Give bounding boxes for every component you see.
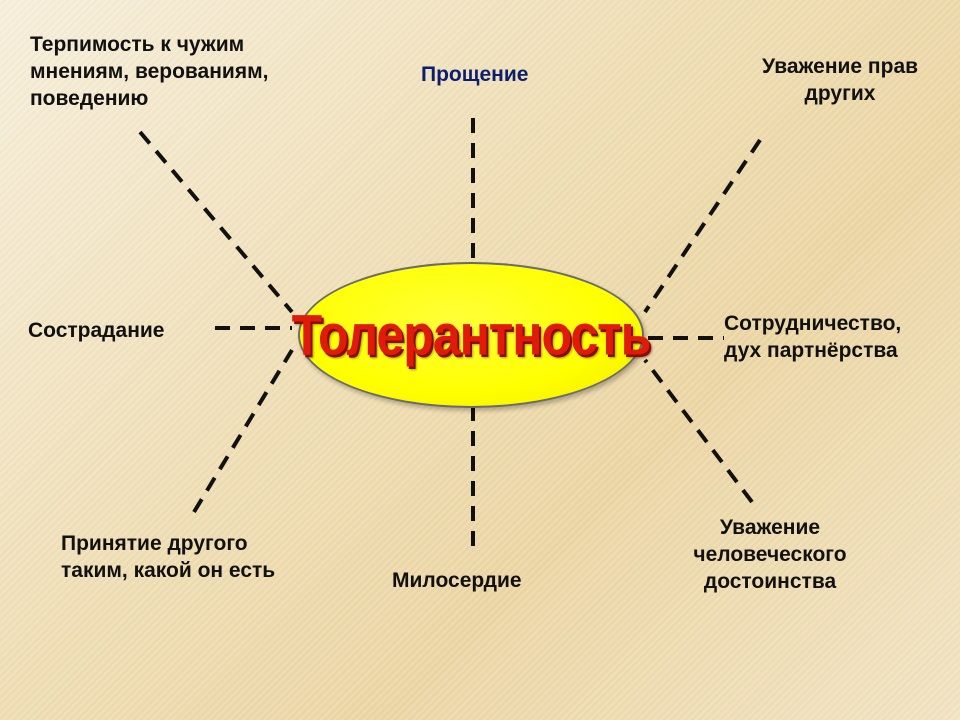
connector-bottom-left bbox=[192, 348, 294, 514]
central-ellipse: Толерантность bbox=[292, 262, 651, 408]
connector-top-right bbox=[643, 138, 762, 314]
node-forgiveness: Прощение bbox=[421, 63, 529, 86]
node-acceptance: Принятие другого таким, какой он есть bbox=[61, 532, 276, 582]
node-mercy: Милосердие bbox=[392, 569, 522, 592]
node-tolerance-opinions: Терпимость к чужим мнениям, верованиям, … bbox=[30, 33, 269, 110]
node-cooperation: Сотрудничество, дух партнёрства bbox=[724, 312, 902, 362]
connector-bottom-right bbox=[643, 358, 754, 504]
connector-top-left bbox=[138, 130, 294, 314]
node-respect-rights: Уважение прав других bbox=[761, 55, 919, 105]
center-title: Толерантность bbox=[291, 302, 652, 368]
node-respect-dignity: Уважение человеческого достоинства bbox=[693, 516, 847, 593]
node-compassion: Сострадание bbox=[28, 319, 165, 342]
